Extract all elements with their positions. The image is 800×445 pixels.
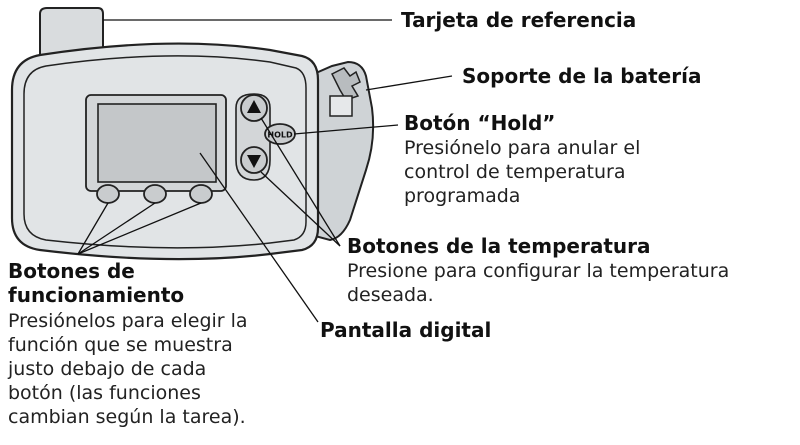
battery-holder-label: Soporte de la batería bbox=[462, 64, 702, 88]
function-button-2[interactable] bbox=[143, 184, 167, 204]
digital-display bbox=[97, 103, 217, 183]
thermostat-inner-rim bbox=[23, 55, 307, 249]
battery-slot bbox=[329, 95, 353, 117]
function-buttons-label-line-1: Botones de bbox=[8, 259, 135, 283]
display-label: Pantalla digital bbox=[320, 318, 492, 342]
hold-button-desc-line-2: control de temperatura bbox=[404, 161, 626, 183]
function-buttons-desc-line-4: botón (las funciones bbox=[8, 382, 201, 404]
reference-card-label: Tarjeta de referencia bbox=[401, 8, 637, 32]
temp-buttons-desc-line-2: deseada. bbox=[347, 284, 434, 306]
temp-buttons-desc-line-1: Presione para configurar la temperatura bbox=[347, 260, 730, 282]
function-button-1[interactable] bbox=[96, 184, 120, 204]
up-arrow-icon bbox=[247, 100, 261, 113]
function-buttons-desc-line-5: cambian según la tarea). bbox=[8, 406, 246, 428]
reference-card bbox=[39, 7, 104, 61]
hold-button-desc-line-3: programada bbox=[404, 185, 521, 207]
hold-button-desc-line-1: Presiónelo para anular el bbox=[404, 137, 641, 159]
function-buttons-desc-line-1: Presiónelos para elegir la bbox=[8, 310, 248, 332]
function-button-3[interactable] bbox=[189, 184, 213, 204]
temp-buttons-label: Botones de la temperatura bbox=[347, 234, 651, 258]
down-arrow-icon bbox=[247, 155, 261, 168]
hold-button-text: HOLD bbox=[267, 131, 293, 140]
function-buttons-label-line-2: funcionamiento bbox=[8, 283, 185, 307]
hold-button-label: Botón “Hold” bbox=[404, 111, 556, 135]
battery-contacts bbox=[330, 67, 361, 101]
function-buttons-desc-line-3: justo debajo de cada bbox=[8, 358, 207, 380]
leader-lines bbox=[77, 19, 453, 323]
function-buttons-desc-line-2: función que se muestra bbox=[8, 334, 233, 356]
